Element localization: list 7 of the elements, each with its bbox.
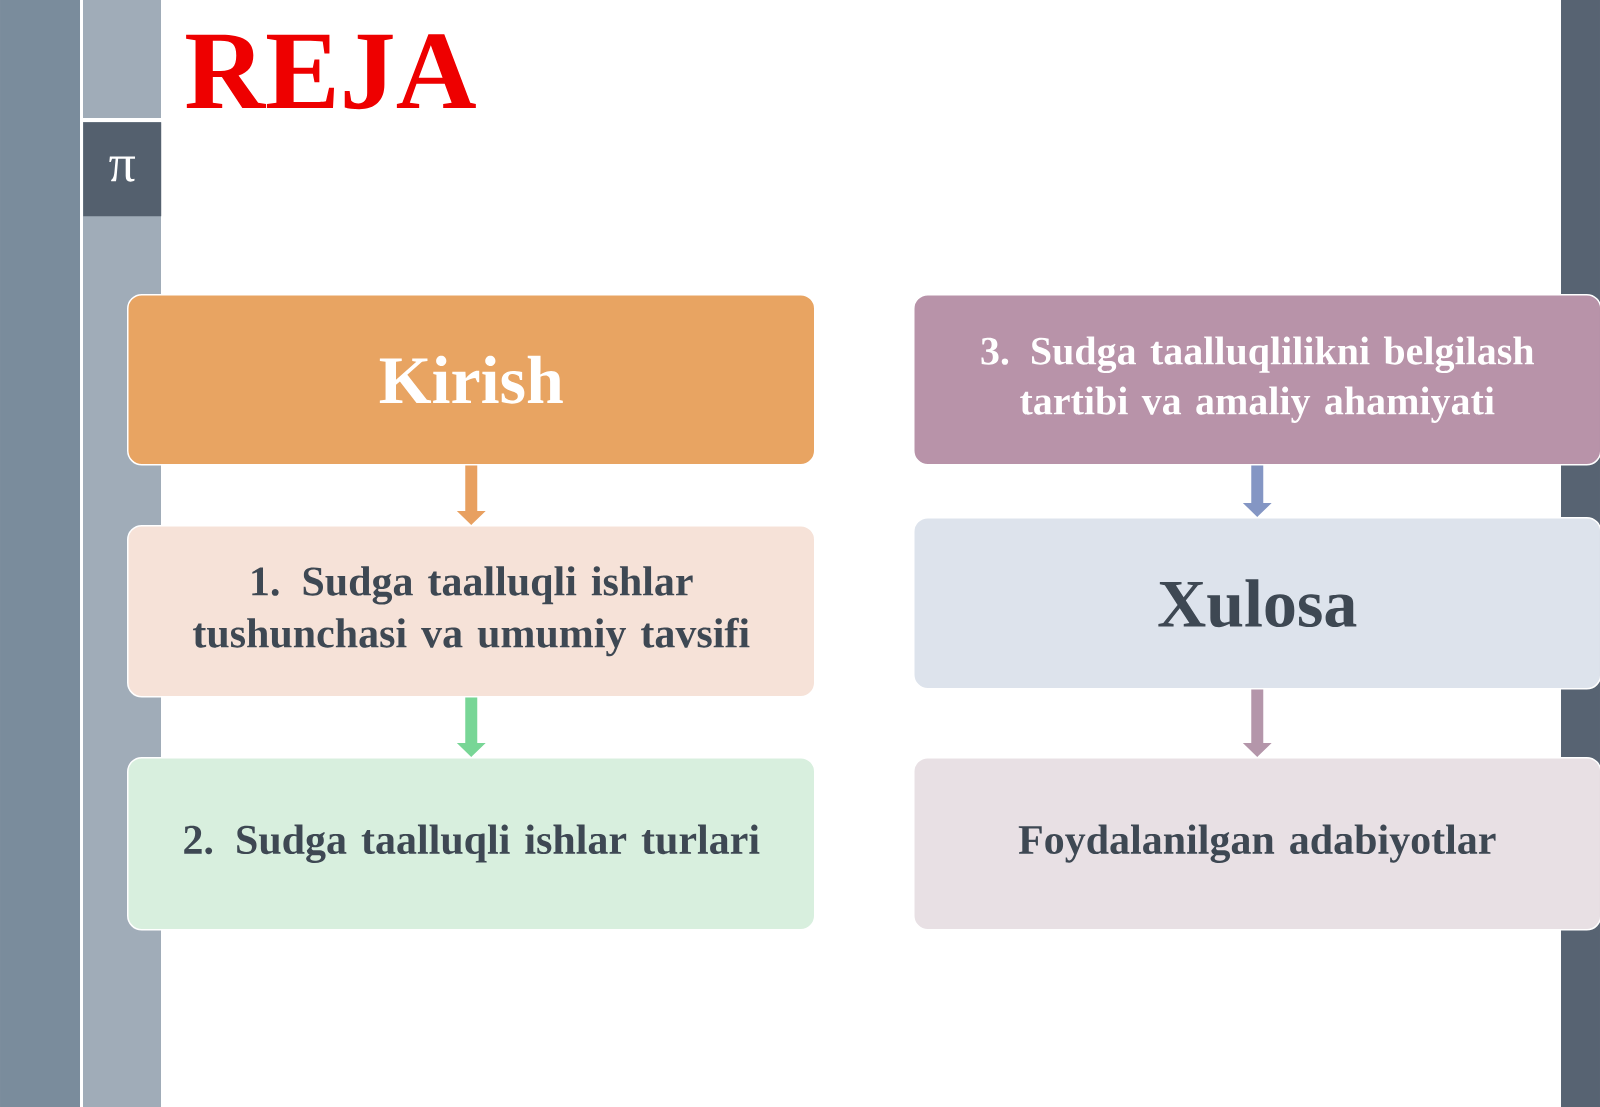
title-text: REJA [186,34,476,110]
process-box: 1. Sudga taalluqli ishlar tushunchasi va umumiy tavsifi [127,525,816,698]
process-box: Foydalanilgan adabiyotlar [913,757,1600,931]
process-box: 2. Sudga taalluqli ishlar turlari [127,757,816,931]
process-box: Xulosa [913,517,1600,690]
process-box: Kirish [127,294,816,466]
process-box: 3. Sudga taalluqlilikni belgilash tartibi va amaliy ahamiyati [913,294,1600,466]
